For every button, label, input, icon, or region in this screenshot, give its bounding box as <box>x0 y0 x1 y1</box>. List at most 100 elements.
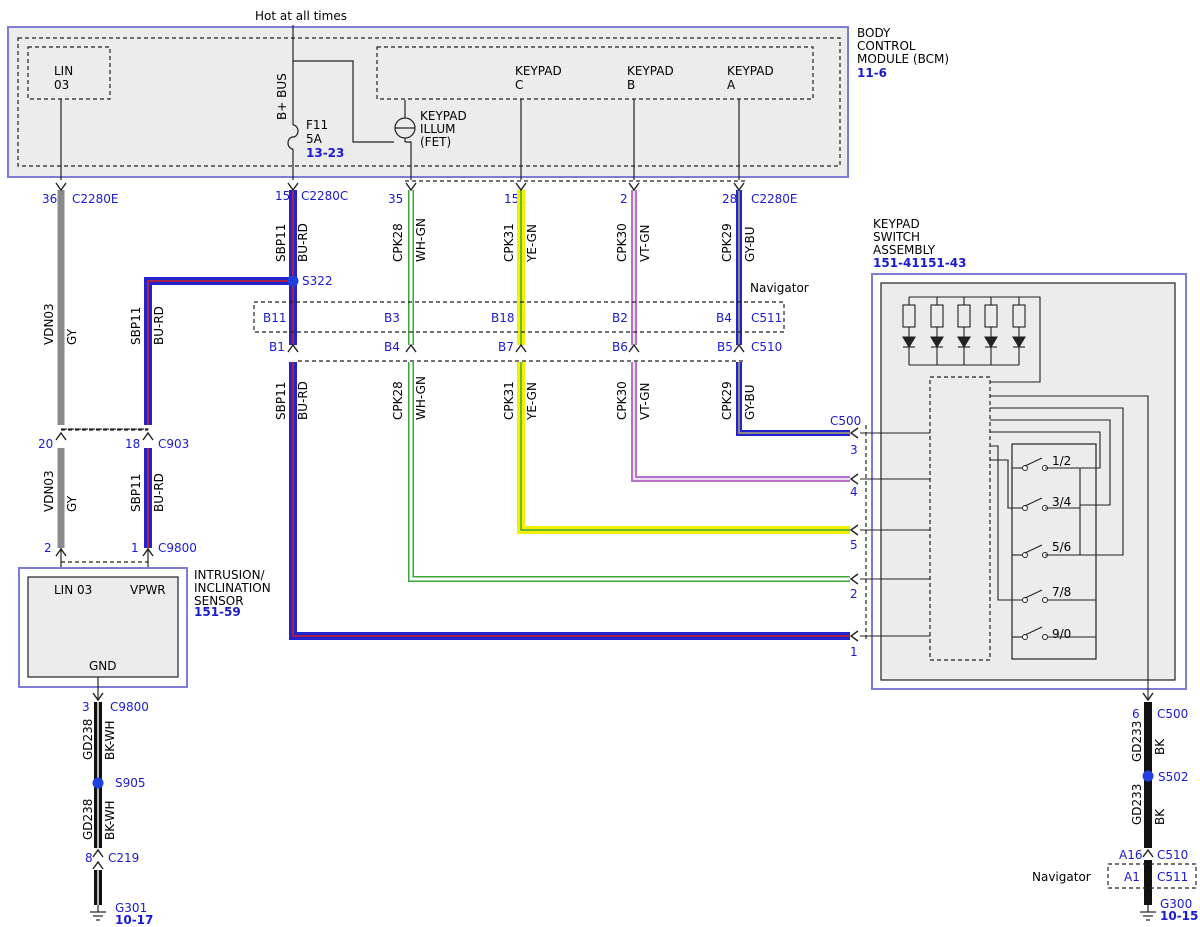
svg-text:INCLINATION: INCLINATION <box>194 581 271 595</box>
splice-s502 <box>1142 770 1154 782</box>
c9800-label: C9800 <box>158 541 197 555</box>
svg-text:C: C <box>515 78 523 92</box>
svg-text:VT-GN: VT-GN <box>638 225 652 262</box>
svg-text:BU-RD: BU-RD <box>296 381 310 420</box>
svg-text:CPK28: CPK28 <box>391 381 405 420</box>
svg-text:VPWR: VPWR <box>130 583 166 597</box>
svg-text:CPK29: CPK29 <box>720 381 734 420</box>
svg-text:7/8: 7/8 <box>1052 585 1071 599</box>
bcm-module <box>7 26 849 178</box>
svg-text:BODY: BODY <box>857 26 891 40</box>
svg-text:YE-GN: YE-GN <box>525 224 539 263</box>
svg-text:GD238: GD238 <box>81 799 95 840</box>
keypad-switches: 1/2 3/4 5/6 7/8 9/0 <box>1022 454 1081 641</box>
wire-sbp11-branch <box>144 277 293 580</box>
c500-label: C500 <box>830 414 861 428</box>
wire-cpk31 <box>517 190 850 534</box>
svg-text:GY: GY <box>65 328 79 345</box>
svg-text:ASSEMBLY: ASSEMBLY <box>873 243 936 257</box>
svg-text:B1: B1 <box>269 340 285 354</box>
switch-7-8: 7/8 <box>1022 585 1071 603</box>
c903-pin-left: 20 <box>38 437 53 451</box>
svg-text:B: B <box>627 78 635 92</box>
svg-text:MODULE (BCM): MODULE (BCM) <box>857 52 949 66</box>
c9800-pin-left: 2 <box>44 541 52 555</box>
keypad-gnd-pin: 6 <box>1132 707 1140 721</box>
svg-text:SBP11: SBP11 <box>129 474 143 512</box>
svg-text:B18: B18 <box>491 311 515 325</box>
bcm-title: BODY CONTROL MODULE (BCM) 11-6 <box>857 26 949 80</box>
svg-text:B5: B5 <box>717 340 733 354</box>
svg-text:ILLUM: ILLUM <box>420 122 455 136</box>
svg-text:VT-GN: VT-GN <box>638 383 652 420</box>
svg-text:B3: B3 <box>384 311 400 325</box>
svg-text:CPK30: CPK30 <box>615 223 629 262</box>
conn-c2280c: C2280C <box>301 189 348 203</box>
svg-text:SENSOR: SENSOR <box>194 594 244 608</box>
conn-c2280e-right: C2280E <box>751 192 798 206</box>
keypad-b-label: KEYPAD <box>627 64 674 78</box>
svg-text:GD238: GD238 <box>81 719 95 760</box>
svg-text:CPK31: CPK31 <box>502 223 516 262</box>
svg-text:CPK30: CPK30 <box>615 381 629 420</box>
svg-text:CPK28: CPK28 <box>391 223 405 262</box>
sensor-gnd-pin: 3 <box>82 700 90 714</box>
svg-text:GY-BU: GY-BU <box>743 384 757 420</box>
lin-label-num: 03 <box>54 78 69 92</box>
svg-text:CONTROL: CONTROL <box>857 39 916 53</box>
pin-15-bplus: 15 <box>275 189 290 203</box>
svg-text:BK: BK <box>1153 738 1167 755</box>
c511-pins: B11 B3 B18 B2 B4 C511 <box>263 311 782 325</box>
g301-ref-link[interactable]: 10-17 <box>115 913 153 927</box>
splice-s322-label: S322 <box>302 274 333 288</box>
keypad-switch-assembly <box>871 273 1187 690</box>
svg-text:B4: B4 <box>716 311 732 325</box>
svg-text:YE-GN: YE-GN <box>525 382 539 421</box>
svg-text:SWITCH: SWITCH <box>873 230 920 244</box>
bcm-ref-link[interactable]: 11-6 <box>857 66 887 80</box>
c9800-pin-right: 1 <box>131 541 139 555</box>
keypad-a-label: KEYPAD <box>727 64 774 78</box>
sensor-ref-link[interactable]: 151-59 <box>194 605 241 619</box>
pin-35: 35 <box>388 192 403 206</box>
c511-gnd-pin: A1 <box>1124 870 1140 884</box>
switch-9-0: 9/0 <box>1022 626 1071 641</box>
svg-text:BK-WH: BK-WH <box>103 800 117 840</box>
switch-5-6: 5/6 <box>1022 540 1071 558</box>
intrusion-sensor: LIN 03 VPWR GND <box>18 567 188 688</box>
svg-text:WH-GN: WH-GN <box>414 376 428 420</box>
svg-text:KEYPAD: KEYPAD <box>873 217 920 231</box>
led-array <box>902 296 1041 383</box>
splice-s905-label: S905 <box>115 776 146 790</box>
c511-gnd-conn: C511 <box>1157 870 1188 884</box>
g301-label: G301 <box>115 901 147 915</box>
keypad-ref-link[interactable]: 151-41151-43 <box>873 256 966 270</box>
svg-text:9/0: 9/0 <box>1052 627 1071 641</box>
svg-text:SBP11: SBP11 <box>274 224 288 262</box>
svg-text:GY-BU: GY-BU <box>743 226 757 262</box>
svg-text:BK-WH: BK-WH <box>103 720 117 760</box>
pin-15-c: 15 <box>504 192 519 206</box>
svg-text:B4: B4 <box>384 340 400 354</box>
svg-text:CPK31: CPK31 <box>502 381 516 420</box>
pin-36: 36 <box>42 192 57 206</box>
svg-text:VDN03: VDN03 <box>42 470 56 512</box>
wire-cpk28 <box>408 190 850 582</box>
svg-text:SBP11: SBP11 <box>129 307 143 345</box>
wire-labels: VDN03 GY SBP11 BU-RD SBP11 BU-RD CPK28 W… <box>42 218 757 512</box>
pin-28-a: 28 <box>722 192 737 206</box>
svg-text:BU-RD: BU-RD <box>152 473 166 512</box>
fuse-ref-link[interactable]: 13-23 <box>306 146 344 160</box>
svg-text:WH-GN: WH-GN <box>414 218 428 262</box>
svg-text:B7: B7 <box>498 340 514 354</box>
svg-text:SBP11: SBP11 <box>274 382 288 420</box>
keypad-illum-label: KEYPAD <box>420 109 467 123</box>
svg-text:GD233: GD233 <box>1130 784 1144 825</box>
keypad-title: KEYPAD SWITCH ASSEMBLY 151-41151-43 <box>873 217 966 270</box>
svg-text:3: 3 <box>850 443 858 457</box>
hot-at-all-times-label: Hot at all times <box>255 9 347 23</box>
svg-text:VDN03: VDN03 <box>42 303 56 345</box>
g300-ref-link[interactable]: 10-15 <box>1160 909 1198 923</box>
svg-text:BU-RD: BU-RD <box>152 306 166 345</box>
bplus-bus-label: B+ BUS <box>275 73 289 120</box>
